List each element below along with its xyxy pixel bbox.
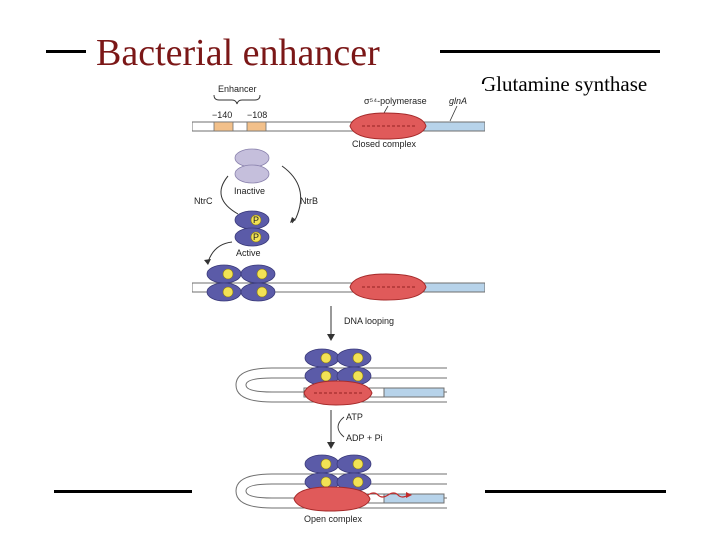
row-ntrc-bound [192, 264, 485, 302]
adp-label: ADP + Pi [346, 433, 383, 443]
polymerase-3 [303, 380, 373, 406]
enhancer-diagram: Enhancer −140 −108 σ⁵⁴-polymerase glnA C… [192, 84, 485, 526]
title-rule-left [46, 50, 86, 53]
bottom-rule-right [484, 490, 666, 493]
row-looped [235, 348, 447, 406]
atp-label: ATP [346, 412, 363, 422]
ntrc-active-top [234, 210, 270, 230]
active-label: Active [236, 248, 261, 258]
enhancer-brace [213, 94, 261, 105]
position-140-label: −140 [212, 110, 232, 120]
phospho-label: P [253, 232, 259, 242]
ntrb-label: NtrB [300, 196, 318, 206]
dna-looping-label: DNA looping [344, 316, 394, 326]
enhancer-label: Enhancer [218, 84, 257, 94]
gene-label: glnA [449, 96, 467, 106]
bottom-rule-left [54, 490, 194, 493]
ntrc-label: NtrC [194, 196, 213, 206]
glna-gene-region [423, 121, 485, 132]
enhancer-site-2 [246, 121, 267, 132]
phospho-markers: P P [253, 215, 259, 242]
ntrc-active-bottom [234, 227, 270, 247]
looping-step: DNA looping [327, 306, 394, 341]
ntrc-inactive-bottom [234, 164, 270, 184]
rna-transcript [367, 492, 409, 498]
enhancer-site-1 [213, 121, 234, 132]
polymerase-open [293, 486, 371, 512]
open-complex-label: Open complex [304, 514, 363, 524]
row-closed-complex: Enhancer −140 −108 σ⁵⁴-polymerase glnA C… [192, 84, 485, 149]
slide-subtitle: Glutamine synthase [481, 72, 648, 96]
title-rule-right [440, 50, 660, 53]
phospho-label: P [253, 215, 259, 225]
position-108-label: −108 [247, 110, 267, 120]
dna-strand-2 [192, 282, 485, 293]
ntrc-activation: Inactive NtrC NtrB Active [194, 148, 318, 265]
inactive-label: Inactive [234, 186, 265, 196]
slide-title: Bacterial enhancer [96, 32, 380, 74]
dna-strand [192, 121, 485, 132]
atp-step: ATP ADP + Pi [327, 410, 383, 449]
ntrc-inactive-top [234, 148, 270, 168]
polymerase-label: σ⁵⁴-polymerase [364, 96, 427, 106]
closed-complex-label: Closed complex [352, 139, 417, 149]
row-open-complex: Open complex [235, 454, 447, 524]
